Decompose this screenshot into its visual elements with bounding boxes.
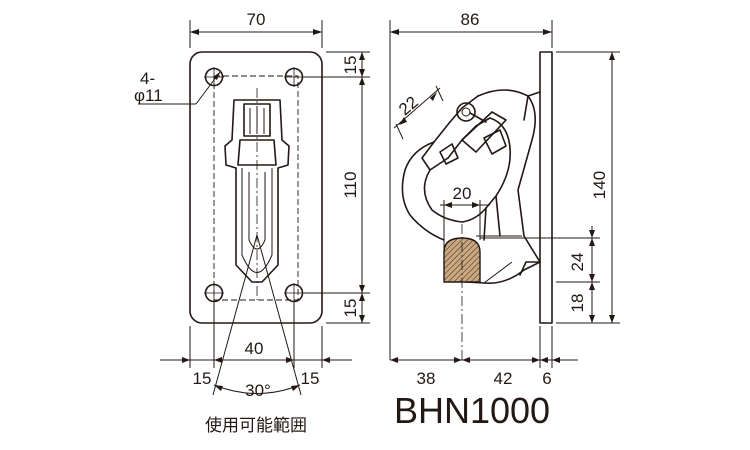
dim-left-margin-label: 15 (193, 369, 212, 388)
dim-42-label: 42 (494, 369, 513, 388)
dim-86 (389, 20, 553, 360)
dim-38-label: 38 (417, 369, 436, 388)
dim-6-label: 6 (542, 369, 551, 388)
usable-range-label: 使用可能範囲 (205, 415, 307, 436)
hook-front (224, 88, 290, 300)
dim-vertical-front (304, 51, 370, 324)
dim-22-label: 22 (395, 92, 422, 119)
mounting-block (519, 91, 541, 276)
dim-bottom-margin-label: 15 (341, 299, 360, 318)
mounting-hole-bottom-left (204, 283, 224, 303)
dim-24-label: 24 (568, 253, 587, 272)
model-name: BHN1000 (394, 390, 550, 431)
hook-side (401, 89, 541, 285)
dim-22 (393, 85, 444, 140)
dim-86-label: 86 (461, 10, 480, 29)
dim-horizontal-side (390, 326, 578, 368)
dim-vertical-side (480, 51, 620, 324)
hidden-lines (213, 75, 299, 301)
dim-horizontal-front (160, 303, 352, 368)
dim-70-label: 70 (247, 10, 266, 29)
dim-70 (189, 20, 323, 48)
dim-20-label: 20 (453, 184, 472, 203)
dim-18-label: 18 (568, 294, 587, 313)
mounting-hole-bottom-right (284, 283, 304, 303)
hole-callout-leader (138, 71, 221, 105)
base-plate-outline (189, 51, 323, 324)
hole-count-label: 4- (140, 69, 155, 88)
dim-40-label: 40 (245, 339, 264, 358)
dim-right-margin-label: 15 (301, 369, 320, 388)
mounting-hole-top-right (284, 67, 304, 87)
dim-20 (440, 200, 490, 250)
swing-range (212, 234, 302, 396)
front-view: 70 4- φ11 15 110 15 40 15 15 30° 使用可能範囲 (134, 10, 370, 436)
dim-top-margin-label: 15 (341, 56, 360, 75)
dim-140-label: 140 (590, 171, 609, 199)
side-view: 86 22 20 140 24 18 38 42 6 (389, 10, 620, 388)
swing-angle-label: 30° (245, 381, 271, 400)
back-plate (539, 51, 553, 324)
hole-dia-label: φ11 (134, 86, 163, 105)
dim-110-label: 110 (341, 171, 360, 198)
